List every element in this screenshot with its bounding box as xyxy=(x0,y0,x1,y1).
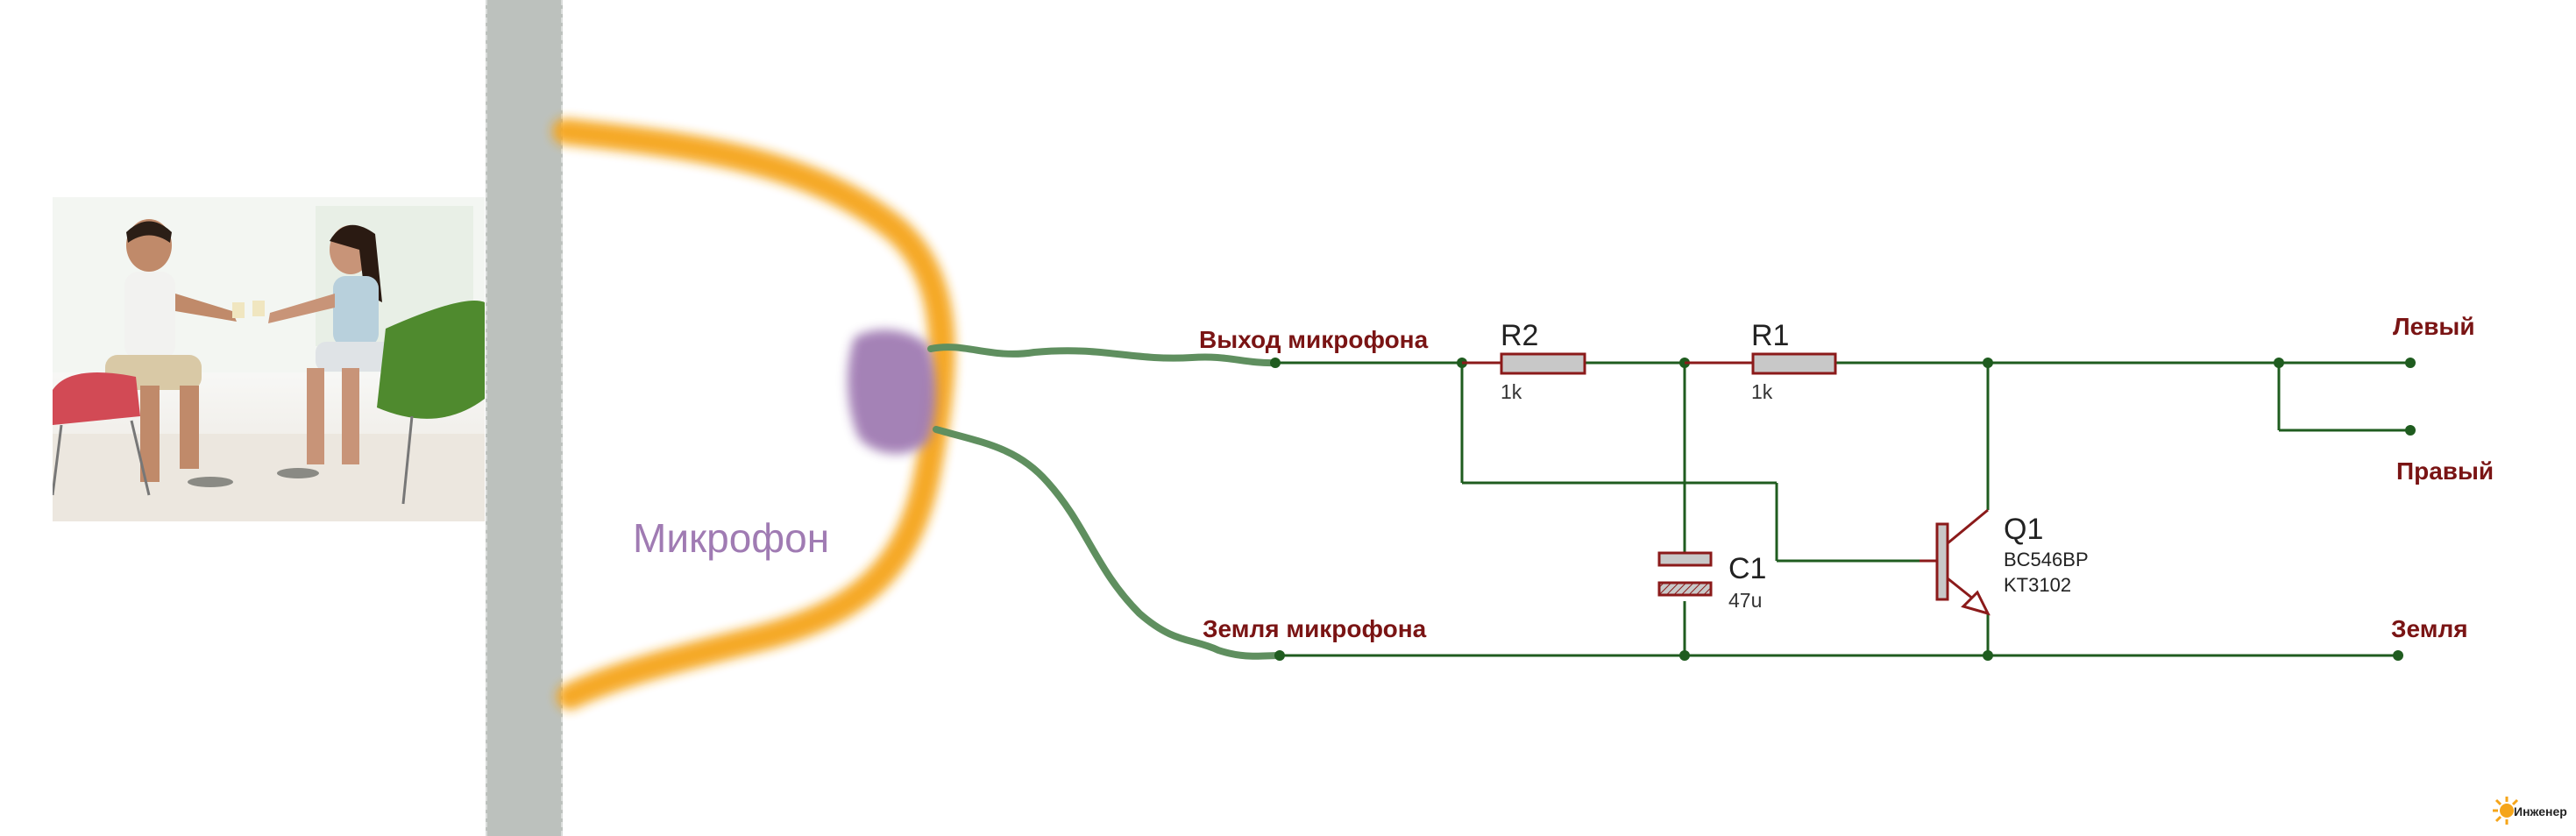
resistor-r2 xyxy=(1462,352,1586,375)
junction-dots xyxy=(1270,358,2416,661)
wall xyxy=(486,0,563,836)
q1-part1: BC546BP xyxy=(2004,549,2089,570)
people-photo xyxy=(53,197,485,521)
wires xyxy=(1275,361,2410,657)
mic-ground-cable xyxy=(933,426,1283,660)
capacitor-c1 xyxy=(1657,551,1713,597)
microphone-label: Микрофон xyxy=(633,515,829,561)
mic-output-cable xyxy=(927,344,1279,367)
r1-value: 1k xyxy=(1751,380,1773,403)
resistor-r1 xyxy=(1685,352,1837,375)
ground-output-label: Земля xyxy=(2391,615,2468,642)
c1-value: 47u xyxy=(1728,589,1762,612)
r2-ref: R2 xyxy=(1501,319,1538,352)
mic-capsule xyxy=(848,329,937,454)
left-output-label: Левый xyxy=(2393,313,2475,340)
logo xyxy=(2493,797,2519,825)
r1-ref: R1 xyxy=(1751,319,1789,352)
sound-wave xyxy=(552,118,955,710)
mic-ground-label: Земля микрофона xyxy=(1203,615,1427,642)
r2-value: 1k xyxy=(1501,380,1522,403)
q1-part2: KT3102 xyxy=(2004,574,2071,596)
q1-ref: Q1 xyxy=(2004,513,2043,546)
mic-output-label: Выход микрофона xyxy=(1199,326,1429,353)
c1-ref: C1 xyxy=(1728,552,1766,585)
logo-text: Инженер xyxy=(2514,804,2567,818)
right-output-label: Правый xyxy=(2396,457,2494,485)
transistor-q1 xyxy=(1920,508,1991,616)
